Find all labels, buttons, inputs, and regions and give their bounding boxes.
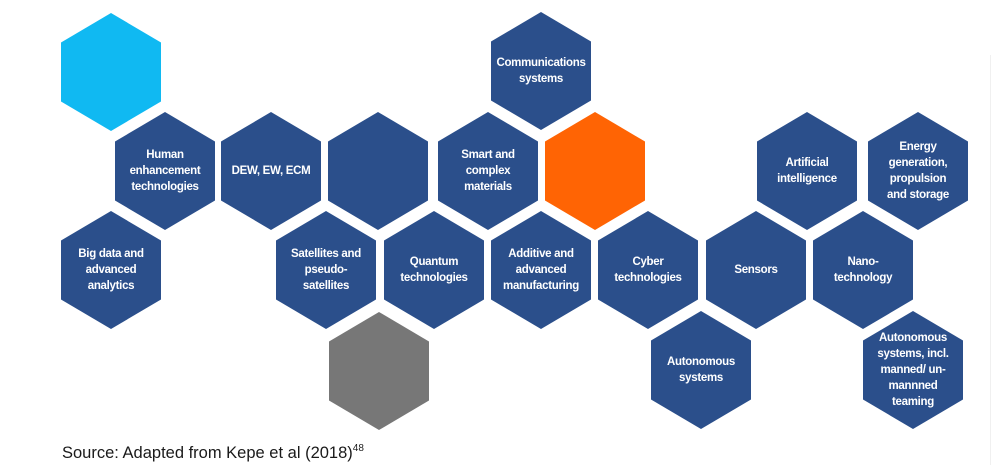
hex-cyber: Cyber technologies	[598, 211, 698, 329]
hex-label: Autonomous systems	[667, 356, 735, 384]
source-text: Source: Adapted from Kepe et al (2018)	[62, 444, 353, 462]
hex-quantum: Quantum technologies	[384, 211, 484, 329]
hex-gray-blank	[329, 312, 429, 430]
hex-label: Sensors	[734, 264, 778, 276]
hex-big-data: Big data and advanced analytics	[61, 211, 161, 329]
hex-human-enhancement: Human enhancement technologies	[115, 112, 215, 230]
hex-artificial-intelligence: Artificial intelligence	[757, 112, 857, 230]
hex-dew-ew-ecm: DEW, EW, ECM	[221, 112, 321, 230]
hex-label: Additive and advanced manufacturing	[503, 248, 579, 292]
hex-nanotechnology: Nano- technology	[813, 211, 913, 329]
hex-cyan-blank	[61, 13, 161, 131]
hex-label: Big data and advanced analytics	[78, 248, 144, 292]
hex-label: Human enhancement technologies	[129, 149, 201, 193]
hex-orange-blank	[545, 112, 645, 230]
hex-additive-manufacturing: Additive and advanced manufacturing	[491, 211, 591, 329]
hex-blue-blank	[328, 112, 428, 230]
hex-label: Artificial intelligence	[777, 157, 837, 185]
frame-border	[990, 55, 991, 465]
hex-label: Smart and complex materials	[461, 149, 515, 193]
hex-label: Energy generation, propulsion and storag…	[887, 141, 949, 201]
hex-satellites: Satellites and pseudo- satellites	[276, 211, 376, 329]
hex-autonomous-teaming: Autonomous systems, incl. manned/ un- ma…	[863, 311, 963, 429]
hex-communications-systems: Communications systems	[491, 12, 591, 130]
hex-label: DEW, EW, ECM	[231, 165, 311, 177]
source-footnote: 48	[352, 443, 364, 454]
hex-label: Nano- technology	[833, 256, 893, 284]
hex-label: Quantum technologies	[400, 256, 468, 284]
hex-label: Autonomous systems, incl. manned/ un- ma…	[877, 332, 949, 408]
source-caption: Source: Adapted from Kepe et al (2018)48	[62, 444, 364, 463]
hex-autonomous-systems: Autonomous systems	[651, 311, 751, 429]
hex-label: Cyber technologies	[614, 256, 682, 284]
hex-label: Communications systems	[496, 57, 586, 85]
hex-smart-materials: Smart and complex materials	[438, 112, 538, 230]
hex-sensors: Sensors	[706, 211, 806, 329]
hex-energy: Energy generation, propulsion and storag…	[868, 112, 968, 230]
hex-label: Satellites and pseudo- satellites	[291, 248, 361, 292]
